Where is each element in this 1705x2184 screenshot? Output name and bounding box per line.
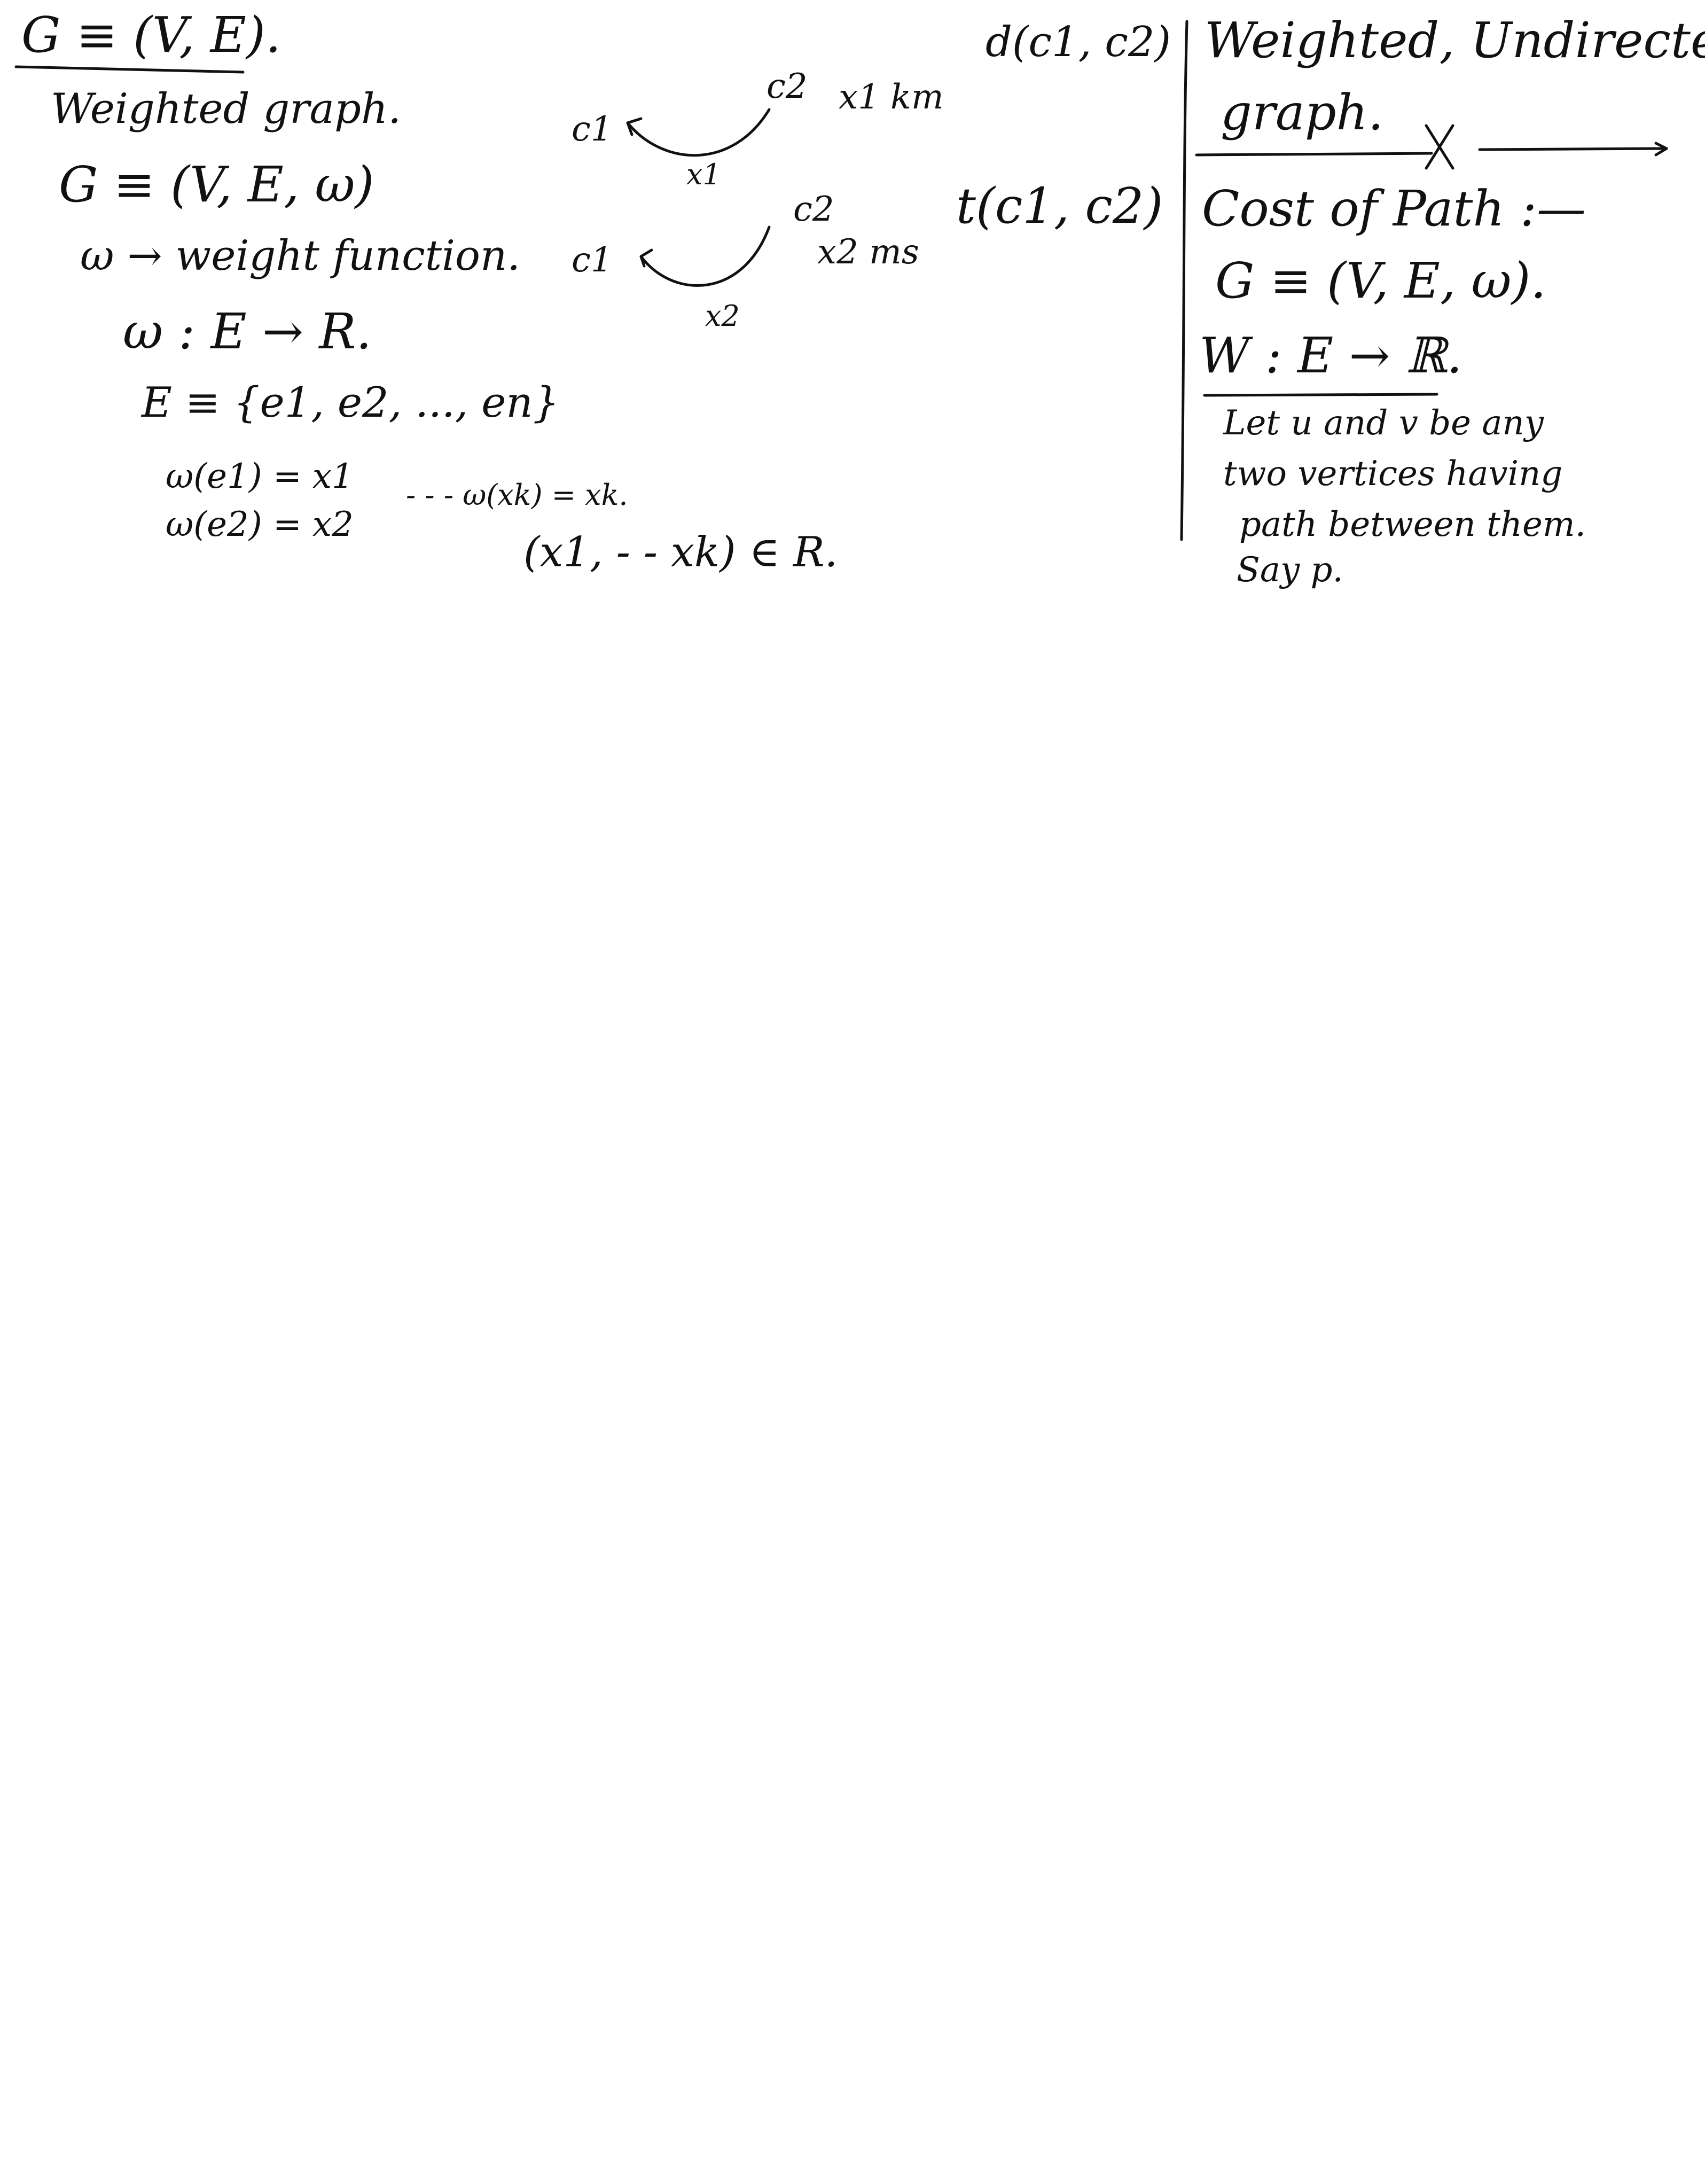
edge2-description: x2 ms (817, 232, 919, 272)
cross-mark (1425, 124, 1454, 170)
weighted-graph-label: Weighted graph. (51, 85, 401, 133)
edge1-description: x1 km (839, 77, 944, 117)
column-divider (1180, 20, 1188, 541)
edge1-to-node: c2 (767, 67, 808, 106)
right-heading-line1: Weighted, Undirected (1205, 12, 1705, 69)
weight-e2: ω(e2) = x2 (166, 505, 354, 544)
edge1-weight: x1 (686, 158, 721, 191)
right-underline-2 (1478, 147, 1668, 151)
edge1-from-node: c1 (572, 110, 613, 149)
weight-e1: ω(e1) = x1 (166, 457, 354, 496)
edge1-arrowhead (626, 117, 643, 136)
heading-underline (14, 65, 245, 74)
right-heading-line2: graph. (1221, 84, 1384, 141)
cost-of-path-heading: Cost of Path :— (1202, 180, 1586, 237)
edge-set: E ≡ {e1, e2, ..., en} (142, 379, 560, 427)
path-definition-line3: path between them. (1239, 505, 1586, 544)
path-definition-line4: Say p. (1237, 550, 1343, 590)
path-definition-line1: Let u and v be any (1223, 403, 1544, 443)
edge2-arc (639, 225, 771, 287)
edge1-distance-function: d(c1, c2) (986, 18, 1171, 66)
real-tuple: (x1, - - xk) ∈ R. (523, 528, 838, 576)
right-graph-tuple: G ≡ (V, E, ω). (1215, 252, 1546, 309)
path-definition-line2: two vertices having (1223, 454, 1563, 494)
right-underline-2-arrow (1654, 142, 1668, 157)
edge2-weight: x2 (705, 299, 740, 333)
heading-graph: G ≡ (V, E). (21, 6, 281, 64)
weight-mapping: ω : E → R. (123, 303, 372, 360)
edge2-arrowhead (639, 248, 653, 268)
weighted-graph-tuple: G ≡ (V, E, ω) (59, 156, 374, 213)
edge2-from-node: c1 (572, 240, 613, 280)
weight-ek: - - - ω(xk) = xk. (406, 478, 628, 512)
right-underline-1 (1195, 152, 1433, 157)
edge2-to-node: c2 (793, 190, 834, 229)
right-underline-3 (1203, 393, 1438, 397)
edge1-arc (626, 108, 771, 157)
right-weight-mapping: W : E → ℝ. (1199, 327, 1462, 384)
weight-function-def: ω → weight function. (80, 232, 521, 280)
edge2-time-function: t(c1, c2) (956, 177, 1163, 235)
